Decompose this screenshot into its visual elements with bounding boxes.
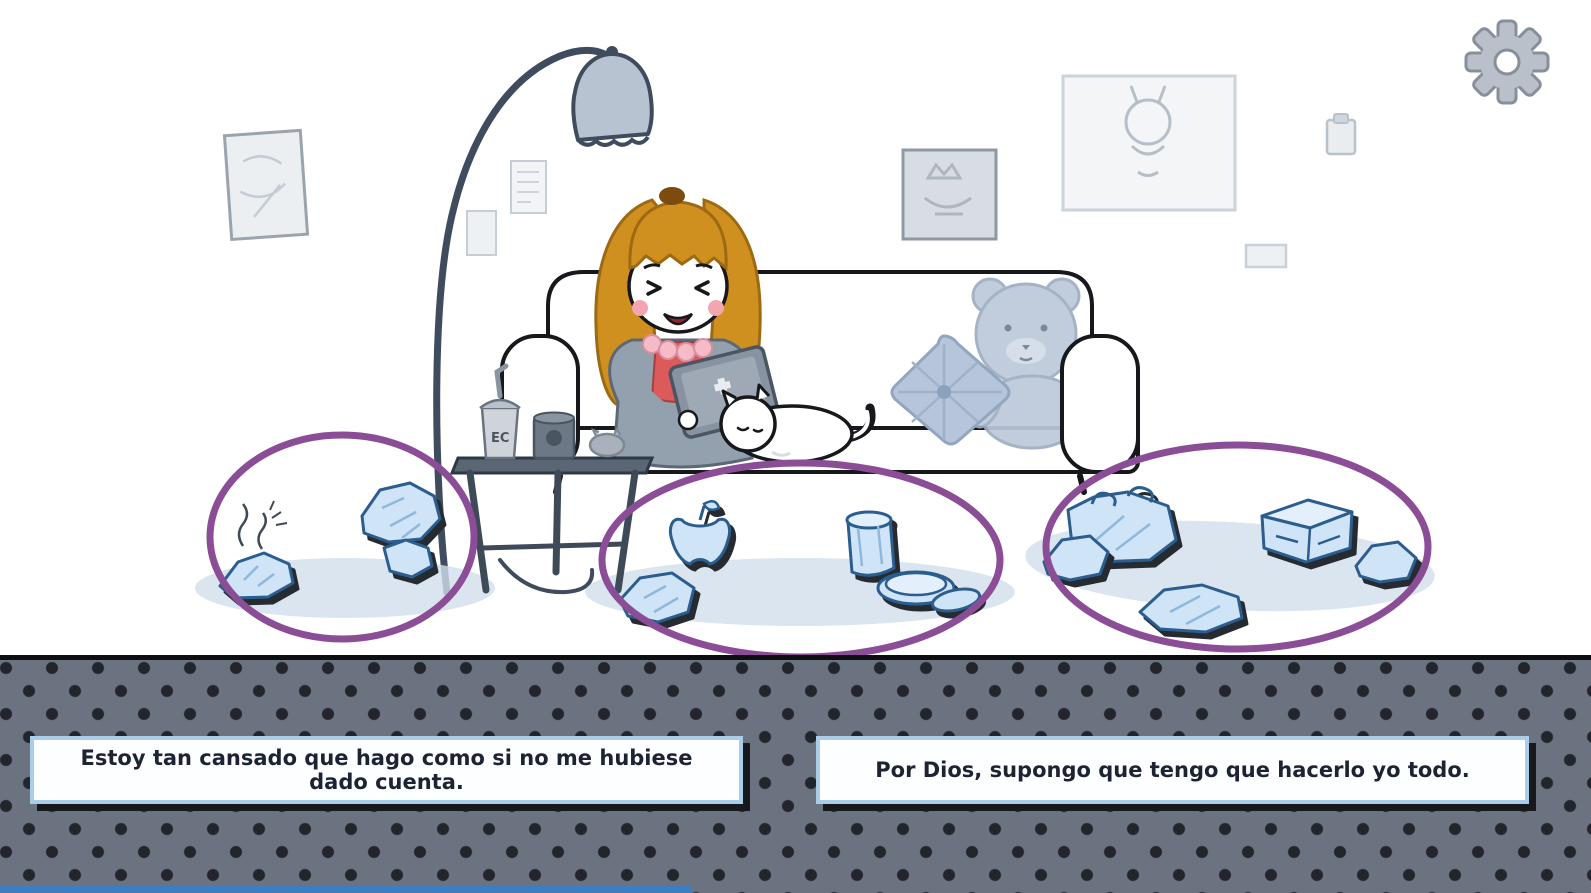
trash-crumpled-paper-6[interactable] bbox=[1354, 540, 1418, 584]
hair-bun bbox=[659, 187, 685, 205]
choice-button-2[interactable]: Por Dios, supongo que tengo que hacerlo … bbox=[816, 736, 1529, 804]
wall-paper-small bbox=[466, 210, 497, 256]
cup-label: EC bbox=[491, 431, 509, 446]
trash-crumpled-paper-1[interactable] bbox=[360, 481, 442, 544]
closed-happy-eyes bbox=[646, 280, 710, 296]
wall-picture-left bbox=[222, 128, 310, 242]
bangs bbox=[628, 200, 728, 272]
trash-crumpled-paper-5[interactable] bbox=[1138, 583, 1244, 634]
lamp-shade bbox=[571, 52, 654, 142]
straw bbox=[494, 363, 509, 399]
trash-soda-can[interactable] bbox=[845, 510, 896, 577]
scene-illustration: EC bbox=[195, 19, 1550, 658]
trash-apple-core[interactable] bbox=[668, 500, 732, 566]
wall-clipboard bbox=[1325, 113, 1357, 156]
choice-panel: Estoy tan cansado que hago como si no me… bbox=[0, 655, 1591, 893]
settings-gear-icon[interactable] bbox=[1464, 19, 1550, 105]
wall-frame-small bbox=[1244, 243, 1288, 269]
bottom-blue-strip bbox=[0, 886, 692, 893]
fluffy-collar bbox=[642, 334, 713, 362]
sleeping-cat bbox=[719, 383, 876, 464]
hand-left bbox=[677, 409, 699, 431]
stink-lines bbox=[237, 500, 288, 550]
drink-cup: EC bbox=[479, 363, 521, 460]
side-table bbox=[449, 456, 655, 594]
trash-carton[interactable] bbox=[1260, 498, 1354, 564]
wall-art bbox=[222, 74, 1357, 269]
highlight-circle-3[interactable] bbox=[1042, 441, 1432, 653]
trash-crumpled-paper-3[interactable] bbox=[618, 571, 696, 624]
lamp-cord bbox=[498, 558, 595, 595]
hamster-snack bbox=[588, 426, 626, 458]
wall-picture-bunny bbox=[1061, 74, 1237, 212]
wall-paper-lined bbox=[510, 160, 547, 214]
cat-ears bbox=[721, 383, 771, 407]
trash-tin-can[interactable] bbox=[876, 570, 982, 615]
pillow bbox=[890, 334, 1011, 446]
wall-picture-center bbox=[901, 148, 998, 241]
floor-lamp bbox=[433, 46, 654, 597]
choice-button-1[interactable]: Estoy tan cansado que hago como si no me… bbox=[30, 736, 743, 804]
drink-can bbox=[532, 411, 576, 460]
highlight-circle-1[interactable] bbox=[206, 431, 478, 643]
trash-crumpled-paper-2[interactable] bbox=[382, 538, 434, 579]
open-mouth bbox=[662, 312, 694, 326]
